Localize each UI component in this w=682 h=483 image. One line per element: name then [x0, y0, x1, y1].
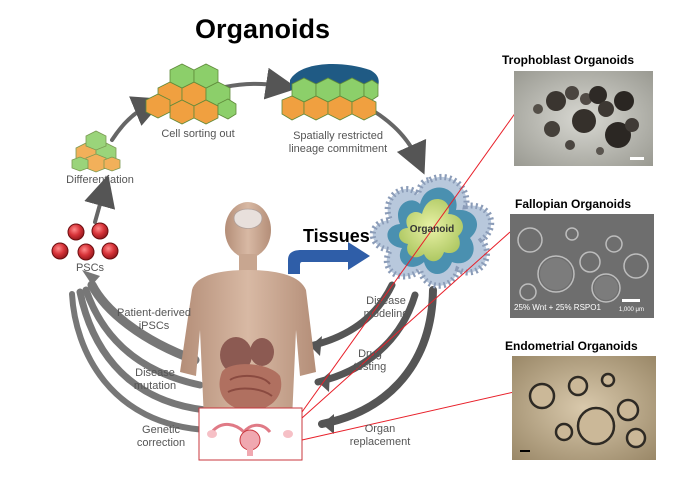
fallopian-scale-bar [622, 299, 640, 302]
organoid-label: Organoid [409, 224, 455, 235]
cell-sorting-label: Cell sorting out [161, 128, 235, 140]
differentiation-cells [71, 130, 121, 173]
tissues-label: Tissues [303, 226, 370, 246]
disease-modeling-label-1: Disease [366, 295, 406, 307]
organ-replacement-label-2: replacement [349, 436, 411, 448]
lineage-label-line1: Spatially restricted [293, 130, 383, 142]
endometrial-title: Endometrial Organoids [505, 339, 638, 353]
reproductive-inset [198, 407, 303, 461]
organoid-graphic [369, 173, 495, 289]
connector-lines [301, 111, 517, 441]
mutation-label-2: mutation [133, 380, 177, 392]
organ-replacement-label-1: Organ [364, 423, 396, 435]
lineage-label-line2: lineage commitment [288, 143, 388, 155]
fallopian-scale-label: 1,000 μm [618, 307, 644, 313]
drug-testing-label-1: Drug [358, 348, 382, 360]
differentiation-label: Differentiation [66, 174, 134, 186]
trophoblast-image [514, 71, 653, 166]
lineage-cells [281, 64, 379, 121]
fallopian-caption: 25% Wnt + 25% RSPO1 [514, 303, 601, 312]
drug-testing-label-2: testing [353, 361, 387, 373]
fallopian-title: Fallopian Organoids [515, 197, 632, 211]
psc-label: PSCs [75, 262, 105, 274]
source-arrows [69, 270, 211, 433]
correction-label-1: Genetic [142, 424, 180, 436]
cell-sorting-cells [145, 63, 237, 125]
fallopian-image: 25% Wnt + 25% RSPO1 1,000 μm [510, 214, 654, 318]
human-body [180, 202, 316, 420]
mutation-label-1: Disease [135, 367, 175, 379]
disease-modeling-label-2: modeling [363, 308, 409, 320]
endometrial-image [512, 356, 656, 460]
psc-cells [51, 222, 119, 261]
trophoblast-title: Trophoblast Organoids [502, 53, 635, 67]
ipsc-label-1: Patient-derived [117, 307, 191, 319]
ipsc-label-2: iPSCs [138, 320, 170, 332]
tissues-arrow [288, 242, 370, 274]
application-arrows [306, 281, 437, 434]
correction-label-2: correction [136, 437, 186, 449]
diagram-title: Organoids [195, 14, 331, 44]
